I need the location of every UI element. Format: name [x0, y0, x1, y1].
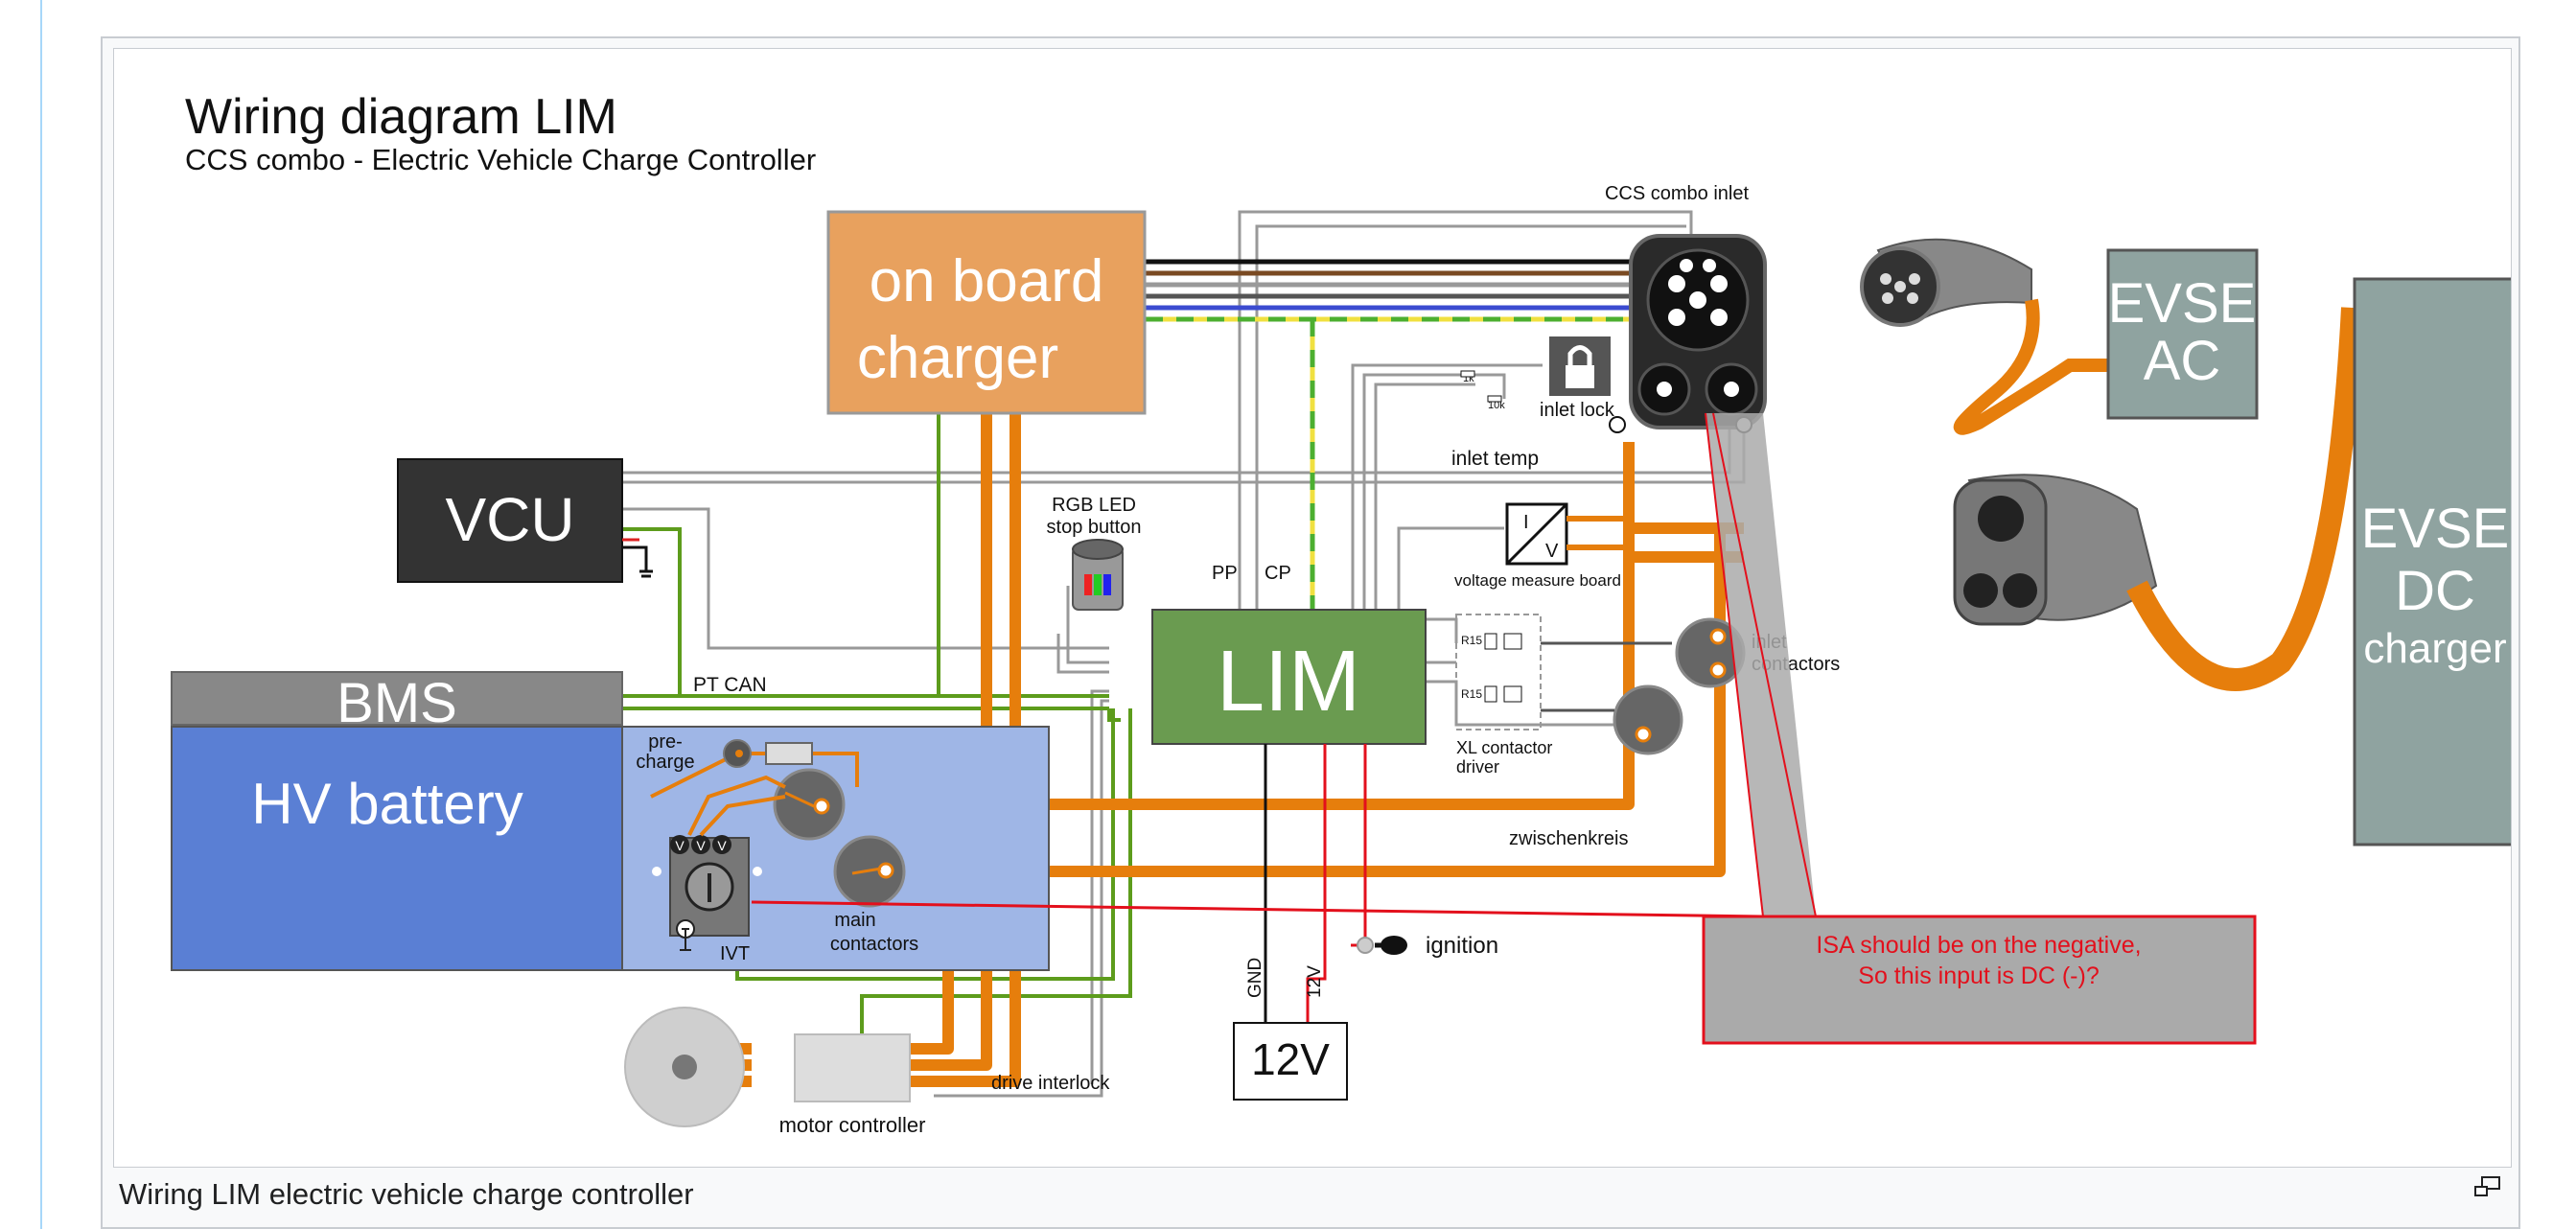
battery-internals: pre- charge main contactors V V V IVT: [636, 731, 918, 964]
ccs-inlet-label: CCS combo inlet: [1605, 183, 1750, 204]
annotation-line2: So this input is DC (-)?: [1858, 962, 2099, 989]
annotation-callout: ISA should be on the negative, So this i…: [751, 412, 2257, 1045]
battery-12v-label: 12V: [1251, 1034, 1330, 1084]
xl-driver-label-2: driver: [1456, 757, 1499, 777]
ccs-combo-inlet: [1629, 234, 1767, 429]
evse-dc-block: EVSE DC charger: [2353, 277, 2511, 846]
ignition-label: ignition: [1426, 933, 1498, 959]
bms-label: BMS: [337, 672, 457, 734]
obc-label-line1: on board: [870, 248, 1104, 314]
enlarge-icon[interactable]: [2473, 1175, 2502, 1200]
svg-text:R15: R15: [1461, 634, 1482, 647]
cp-label: CP: [1265, 563, 1291, 584]
inlet-contactors: [1541, 617, 1746, 755]
evse-ac-label-line2: AC: [2144, 330, 2221, 392]
ivt-label: IVT: [720, 943, 750, 964]
rgb-led-label-2: stop button: [1047, 517, 1142, 538]
resistor-10k-label: 10k: [1488, 400, 1505, 411]
pp-label: PP: [1212, 563, 1238, 584]
bms-block: BMS: [171, 671, 623, 734]
main-contactors-label-2: contactors: [830, 934, 918, 955]
diagram-subtitle: CCS combo - Electric Vehicle Charge Cont…: [185, 143, 816, 176]
rgb-stop-button: RGB LED stop button: [1047, 495, 1142, 611]
inlet-lock-icon: [1549, 336, 1611, 396]
wiring-diagram-image[interactable]: Wiring diagram LIM CCS combo - Electric …: [113, 48, 2512, 1168]
lim-block: LIM: [1151, 609, 1427, 745]
obc-ac-bundle: [1146, 259, 1638, 610]
xl-driver-label-1: XL contactor: [1456, 738, 1552, 757]
page-left-border: [40, 0, 42, 1229]
svg-text:V: V: [717, 838, 727, 853]
ignition-key-icon: [1357, 936, 1407, 955]
vcu-block: VCU: [397, 458, 653, 583]
vcu-label: VCU: [445, 485, 574, 554]
battery-12v-block: 12V: [1233, 1022, 1348, 1101]
svg-text:I: I: [1523, 512, 1529, 533]
svg-text:R15: R15: [1461, 687, 1482, 701]
precharge-label-1: pre-: [648, 731, 683, 753]
lim-label: LIM: [1217, 634, 1360, 730]
precharge-label-2: charge: [636, 752, 694, 773]
main-contactors-label-1: main: [834, 910, 875, 931]
drive-interlock-label: drive interlock: [991, 1073, 1110, 1094]
obc-label-line2: charger: [857, 325, 1058, 391]
voltage-board-label: voltage measure board: [1454, 571, 1621, 590]
wiring-diagram-svg: Wiring diagram LIM CCS combo - Electric …: [171, 89, 2511, 1137]
svg-text:V: V: [675, 838, 685, 853]
evse-dc-label-line1: EVSE: [2361, 498, 2510, 560]
motor-and-controller: motor controller: [624, 1007, 926, 1137]
12v-wire-label: 12V: [1305, 965, 1325, 998]
can-wires: [622, 413, 1132, 1036]
evse-dc-label-line3: charger: [2363, 625, 2506, 672]
inlet-temp-label: inlet temp: [1451, 448, 1539, 470]
xl-contactor-driver: R15 R15: [1455, 614, 1542, 730]
evse-dc-label-line2: DC: [2395, 560, 2475, 622]
ac-plug: [1860, 238, 2108, 435]
annotation-line1: ISA should be on the negative,: [1816, 932, 2141, 959]
rgb-led-label-1: RGB LED: [1052, 495, 1136, 516]
dc-plug: [1953, 307, 2364, 691]
evse-ac-block: EVSE AC: [2106, 248, 2259, 420]
svg-text:V: V: [696, 838, 706, 853]
on-board-charger: on board charger: [826, 210, 1147, 415]
inlet-lock-label: inlet lock: [1540, 400, 1615, 421]
gnd-label: GND: [1245, 958, 1265, 998]
voltage-measure-board: I V: [1505, 502, 1629, 566]
figure-caption: Wiring LIM electric vehicle charge contr…: [119, 1177, 694, 1211]
pt-can-label: PT CAN: [693, 674, 767, 696]
zwischenkreis-label: zwischenkreis: [1509, 828, 1628, 849]
diagram-title: Wiring diagram LIM: [185, 89, 617, 145]
svg-text:V: V: [1545, 541, 1559, 562]
hv-battery-label: HV battery: [251, 772, 522, 836]
evse-ac-label-line1: EVSE: [2108, 272, 2257, 335]
motor-controller-label: motor controller: [779, 1113, 926, 1137]
